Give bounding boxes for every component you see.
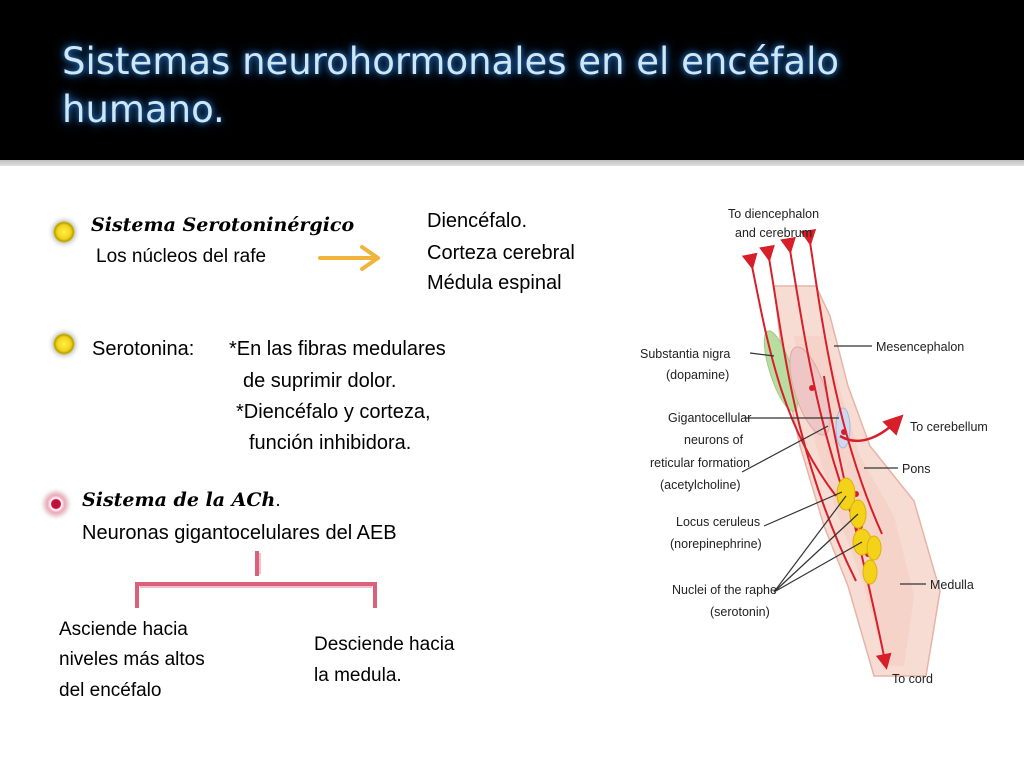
branch-right-line-1: Desciende hacia <box>314 634 455 655</box>
raphe-nucleus <box>862 559 878 585</box>
label-locus-1: Locus ceruleus <box>676 515 760 529</box>
ach-system-heading: Sistema de la ACh <box>82 489 276 511</box>
ascending-pathway-1 <box>759 244 857 582</box>
cerebellum-pathway <box>839 414 904 442</box>
yellow-bullet-icon <box>53 221 75 243</box>
branch-right-line-2: la medula. <box>314 665 402 686</box>
pink-bullet-icon <box>45 493 67 515</box>
target-diencefalo: Diencéfalo. <box>427 210 528 232</box>
label-giganto-3: reticular formation <box>650 456 750 470</box>
function-line-4: función inhibidora. <box>249 432 412 454</box>
ascending-pathway-3 <box>800 228 883 535</box>
ascending-pathway-4 <box>741 252 837 497</box>
brainstem-diagram: To diencephalon and cerebrum Substantia … <box>640 207 988 686</box>
branch-bracket <box>135 551 377 608</box>
right-arrow-icon <box>318 245 380 271</box>
header-divider <box>0 160 1024 166</box>
serotonin-system-subtext: Los núcleos del rafe <box>96 246 267 267</box>
function-line-3: *Diencéfalo y corteza, <box>236 401 431 423</box>
label-pons: Pons <box>902 462 931 476</box>
label-raphe-2: (serotonin) <box>710 605 770 619</box>
function-line-2: de suprimir dolor. <box>243 370 397 392</box>
target-medula: Médula espinal <box>427 272 562 294</box>
function-line-1: *En las fibras medulares <box>229 338 446 360</box>
label-top-line-2: and cerebrum <box>735 226 812 240</box>
yellow-bullet-icon <box>53 333 75 355</box>
branch-left-line-2: niveles más altos <box>59 649 205 670</box>
label-giganto-2: neurons of <box>684 433 744 447</box>
label-raphe-1: Nuclei of the raphe <box>672 583 777 597</box>
label-giganto-4: (acetylcholine) <box>660 478 741 492</box>
raphe-nucleus <box>866 535 882 561</box>
serotonin-label: Serotonina: <box>92 338 195 360</box>
ach-heading-line: Sistema de la ACh. <box>82 486 281 515</box>
target-corteza: Corteza cerebral <box>427 242 575 264</box>
label-substantia-2: (dopamine) <box>666 368 729 382</box>
label-giganto-1: Gigantocellular <box>668 411 751 425</box>
ach-heading-suffix: . <box>275 490 281 511</box>
label-substantia-1: Substantia nigra <box>640 347 730 361</box>
label-medulla: Medulla <box>930 578 974 592</box>
branch-left-line-3: del encéfalo <box>59 680 162 701</box>
label-cord: To cord <box>892 672 933 686</box>
label-locus-2: (norepinephrine) <box>670 537 762 551</box>
label-top-line-1: To diencephalon <box>728 207 819 221</box>
title-bar <box>0 0 1024 160</box>
branch-left-line-1: Asciende hacia <box>59 619 188 640</box>
label-cerebellum: To cerebellum <box>910 420 988 434</box>
ach-system-subtext: Neuronas gigantocelulares del AEB <box>82 522 397 544</box>
slide-title: Sistemas neurohormonales en el encéfalo … <box>62 40 840 131</box>
label-mesencephalon: Mesencephalon <box>876 340 964 354</box>
serotonin-system-heading: Sistema Serotoninérgico <box>91 214 355 236</box>
